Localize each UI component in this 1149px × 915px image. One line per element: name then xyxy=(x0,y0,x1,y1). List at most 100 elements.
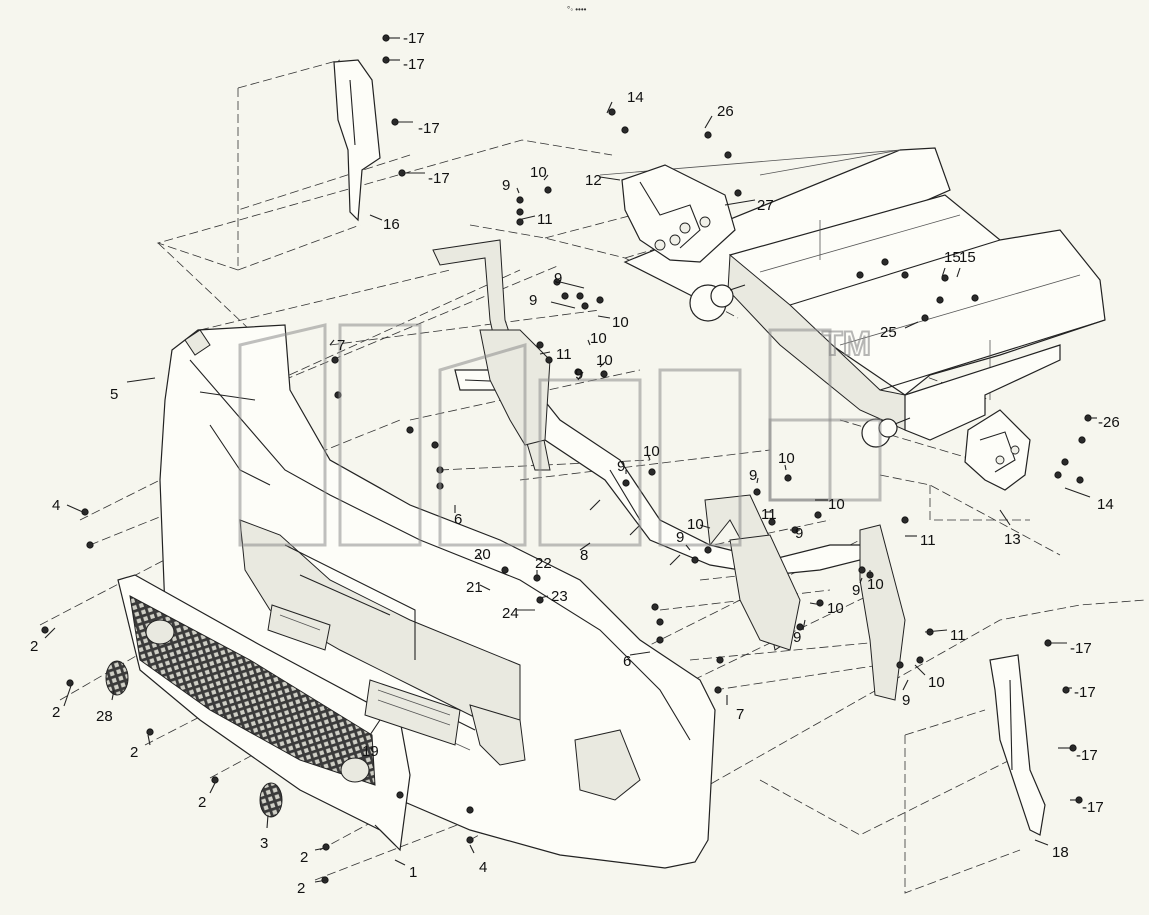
callout-c9: 27 xyxy=(757,197,774,214)
fastener-icon xyxy=(466,806,474,814)
fastener-icon xyxy=(734,189,742,197)
fastener-icon xyxy=(916,656,924,664)
callout-c26: 14 xyxy=(1097,496,1114,513)
leader-line xyxy=(606,101,613,114)
callout-c4: -17 xyxy=(428,170,450,187)
callout-c38: 9 xyxy=(676,529,684,546)
watermark-tm: TM xyxy=(822,325,871,363)
leader-line xyxy=(329,339,335,346)
fastener-icon xyxy=(936,296,944,304)
leader-line xyxy=(802,619,806,631)
callout-c43: 22 xyxy=(535,555,552,572)
fastener-icon xyxy=(86,541,94,549)
fastener-icon xyxy=(516,196,524,204)
leader-line xyxy=(784,464,787,471)
leader-line xyxy=(597,315,611,319)
header-mark: °◦ •••• xyxy=(567,5,587,14)
fastener-icon xyxy=(211,776,219,784)
fastener-icon xyxy=(716,656,724,664)
fastener-icon xyxy=(331,356,339,364)
fastener-icon xyxy=(621,126,629,134)
fastener-icon xyxy=(656,636,664,644)
chassis-frame-rails xyxy=(599,147,1106,441)
fastener-icon xyxy=(881,258,889,266)
leader-line xyxy=(314,847,326,851)
leader-line xyxy=(477,552,483,561)
leader-line xyxy=(756,477,759,484)
callout-c54: 28 xyxy=(96,708,113,725)
callout-c15: 25 xyxy=(880,324,897,341)
callout-c18: 10 xyxy=(612,314,629,331)
callout-c28: 4 xyxy=(52,497,60,514)
leader-line xyxy=(859,577,863,584)
fastener-icon xyxy=(704,546,712,554)
leader-line xyxy=(63,682,73,707)
callout-c3: -17 xyxy=(418,120,440,137)
fastener-icon xyxy=(1054,471,1062,479)
callout-c31: 10 xyxy=(643,443,660,460)
leader-line xyxy=(577,371,584,381)
callout-c63: -17 xyxy=(1076,747,1098,764)
callout-c59: 2 xyxy=(130,744,138,761)
callout-c33: 10 xyxy=(778,450,795,467)
fastener-icon xyxy=(466,836,474,844)
fastener-icon xyxy=(1076,476,1084,484)
fastener-icon xyxy=(545,356,553,364)
callout-c29: 6 xyxy=(454,511,462,528)
callout-c47: 10 xyxy=(867,576,884,593)
fastener-icon xyxy=(921,314,929,322)
fastener-icon xyxy=(146,728,154,736)
leader-line xyxy=(685,544,691,551)
callout-labels: -17-17-17-171614261227109111515259910101… xyxy=(30,30,1120,897)
leader-line xyxy=(1064,487,1091,498)
leader-line xyxy=(999,509,1011,526)
callout-c5: 16 xyxy=(383,216,400,233)
fastener-icon xyxy=(753,488,761,496)
leader-line xyxy=(314,879,328,883)
leader-line xyxy=(941,267,946,278)
leader-line xyxy=(66,504,86,514)
callout-c30: 9 xyxy=(617,458,625,475)
callout-c41: 11 xyxy=(920,532,936,549)
leader-line xyxy=(599,361,606,368)
leader-line xyxy=(1034,839,1049,846)
callout-c50: 9 xyxy=(793,629,801,646)
fastener-icon xyxy=(816,599,824,607)
leader-line xyxy=(914,664,926,676)
fastener-icon xyxy=(406,426,414,434)
leader-line xyxy=(517,215,536,221)
callout-c11: 9 xyxy=(502,177,510,194)
fastener-icon xyxy=(858,566,866,574)
callout-c40: 9 xyxy=(795,525,803,542)
fastener-icon xyxy=(431,441,439,449)
fastener-icon xyxy=(856,271,864,279)
leader-line xyxy=(699,524,711,529)
fastener-icon xyxy=(691,556,699,564)
callout-c19: 10 xyxy=(590,330,607,347)
fastener-icon xyxy=(536,596,544,604)
callout-c55: 10 xyxy=(928,674,945,691)
callout-c22: 10 xyxy=(596,352,613,369)
leader-line xyxy=(956,267,961,278)
bumper-mounting-frame xyxy=(432,239,906,701)
callout-c44: 23 xyxy=(551,588,568,605)
leader-line xyxy=(394,859,406,866)
leader-line xyxy=(369,719,381,736)
fastener-icon xyxy=(1061,458,1069,466)
mesh-insert-28 xyxy=(105,660,129,696)
front-bumper xyxy=(159,324,716,869)
callout-c10: 10 xyxy=(530,164,547,181)
callout-c60: -17 xyxy=(1074,684,1096,701)
callout-leaders xyxy=(44,37,1097,883)
callout-c51: 6 xyxy=(623,653,631,670)
leader-line xyxy=(809,602,823,606)
fastener-icon xyxy=(516,208,524,216)
callout-c52: 11 xyxy=(950,627,966,644)
callout-c35: 10 xyxy=(687,516,704,533)
callout-c57: -17 xyxy=(1070,640,1092,657)
leader-line xyxy=(543,174,549,181)
fastener-icon xyxy=(768,518,776,526)
fastener-icon xyxy=(656,618,664,626)
fastener-icon xyxy=(581,302,589,310)
